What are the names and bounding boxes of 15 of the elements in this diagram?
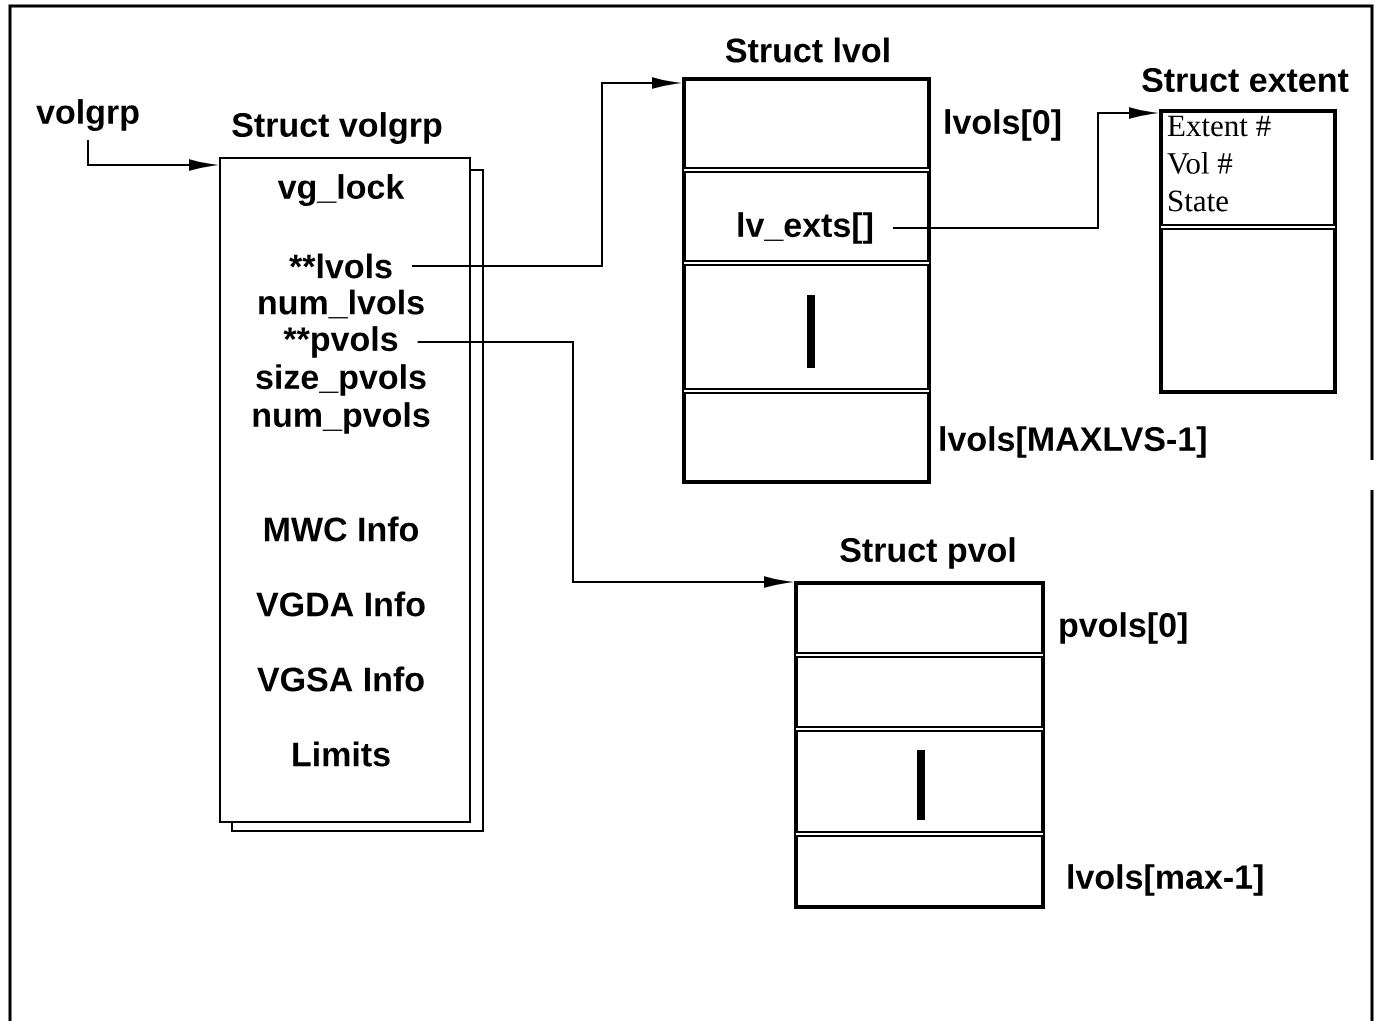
index-label: lvols[MAXLVS-1] [940, 426, 1206, 458]
field-name: State [1169, 190, 1228, 212]
index-label: pvols[0] [1060, 612, 1187, 644]
field-name: Vol # [1167, 152, 1233, 174]
index-label: lvols[max-1] [1068, 864, 1263, 896]
array-cell: lv_exts[] [684, 171, 929, 262]
field-name: Extent # [1167, 115, 1271, 137]
index-label: lvols[0] [945, 109, 1061, 141]
array-cell [1161, 228, 1335, 392]
struct-title: Struct extent [1142, 67, 1349, 93]
struct-title: Struct volgrp [232, 112, 442, 144]
struct-title: Struct pvol [840, 537, 1015, 569]
struct-title: Struct lvol [725, 37, 889, 63]
pointer-label: volgrp [36, 99, 139, 131]
array-cell [796, 656, 1043, 728]
